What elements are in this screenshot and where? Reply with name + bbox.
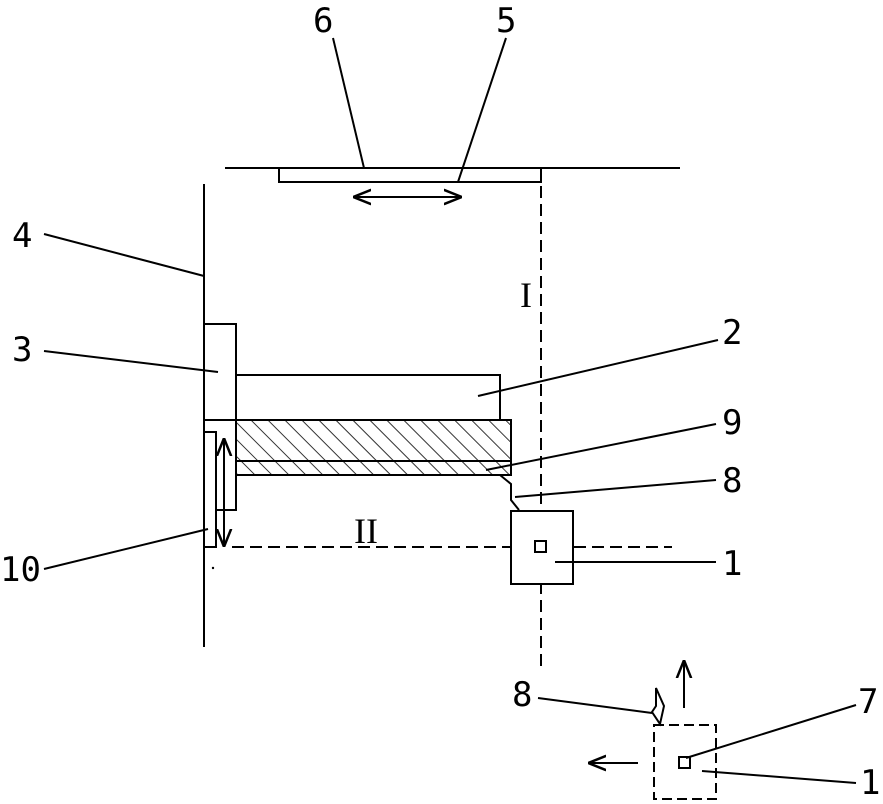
label-3: 3	[12, 330, 32, 370]
label-4: 4	[12, 216, 32, 256]
label-8-main: 8	[722, 461, 742, 501]
component-2	[236, 375, 500, 420]
component-7	[679, 757, 690, 768]
rail-5	[279, 168, 541, 182]
label-9: 9	[722, 403, 742, 443]
component-8-main	[500, 475, 519, 510]
label-8-detail: 8	[512, 675, 532, 715]
zone-label-ii: II	[354, 511, 378, 551]
leader-6	[333, 38, 364, 168]
reference-dot	[212, 567, 214, 569]
label-7: 7	[858, 682, 878, 722]
label-1-detail: 1	[860, 763, 880, 803]
label-1-main: 1	[722, 544, 742, 584]
leader-1-detail	[702, 771, 856, 783]
component-9	[236, 420, 511, 475]
label-6: 6	[313, 1, 333, 41]
leader-2	[478, 340, 718, 396]
leader-9	[486, 424, 716, 470]
label-5: 5	[496, 1, 516, 41]
component-8-detail	[652, 688, 664, 724]
leader-8-detail	[538, 698, 652, 713]
leader-7	[686, 705, 856, 758]
zone-label-i: I	[520, 275, 532, 315]
leader-4	[44, 234, 204, 276]
leader-10	[44, 529, 208, 569]
label-10: 10	[0, 550, 41, 590]
leader-3	[44, 351, 218, 372]
leader-8-main	[515, 480, 716, 497]
component-1-main-center	[535, 541, 546, 552]
leader-5	[458, 38, 506, 182]
label-2: 2	[722, 313, 742, 353]
